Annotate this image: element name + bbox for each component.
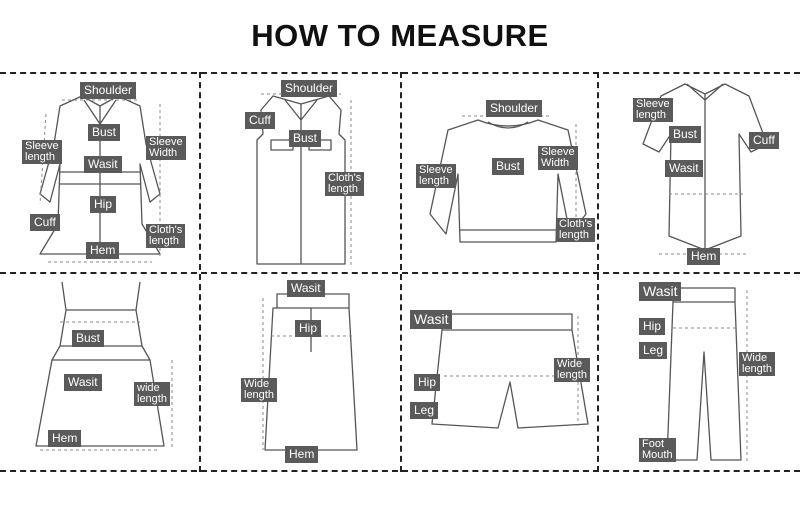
leg-label: Leg — [410, 402, 439, 419]
wide-length-label: Wide length — [241, 378, 277, 402]
shoulder-label: Shoulder — [80, 82, 137, 99]
wasit-label: Wasit — [84, 156, 122, 173]
cloths-length-label: Cloth's length — [556, 218, 596, 242]
hip-label: Hip — [295, 320, 322, 337]
cloths-length-label: Cloth's length — [146, 224, 186, 248]
divider — [597, 72, 599, 472]
vest-panel: Shoulder Cuff Bust Cloth's length — [201, 74, 399, 271]
pants-illustration — [666, 287, 748, 462]
sleeve-width-label: Sleeve Width — [538, 146, 578, 170]
cuff-label: Cuff — [30, 214, 60, 231]
shirt-illustration — [642, 83, 768, 255]
bust-label: Bust — [492, 158, 525, 175]
cloths-length-label: Cloth's length — [325, 172, 365, 196]
leg-label: Leg — [639, 342, 668, 359]
hem-label: Hem — [48, 430, 82, 447]
bust-label: Bust — [669, 126, 702, 143]
wide-length-label: Wide length — [739, 352, 775, 376]
bust-label: Bust — [72, 330, 105, 347]
measurement-grid: Shoulder Bust Sleeve length Sleeve Width… — [0, 72, 800, 472]
wasit-label: Wasit — [64, 374, 102, 391]
sweater-illustration — [429, 115, 587, 244]
cuff-label: Cuff — [749, 132, 779, 149]
sleeve-length-label: Sleeve length — [416, 164, 456, 188]
vest-illustration — [256, 93, 352, 266]
hip-label: Hip — [414, 374, 441, 391]
divider — [400, 72, 402, 472]
shirt-panel: Sleeve length Bust Cuff Wasit Hem — [599, 74, 800, 271]
dress-panel: Bust Wasit wide length Hem — [0, 274, 198, 468]
skirt-illustration — [262, 293, 358, 451]
bust-label: Bust — [289, 130, 322, 147]
sweater-panel: Shoulder Sleeve length Bust Sleeve Width… — [402, 74, 596, 271]
hem-label: Hem — [86, 242, 120, 259]
foot-mouth-label: Foot Mouth — [639, 438, 676, 462]
skirt-panel: Wasit Hip Wide length Hem — [201, 274, 399, 468]
coat-panel: Shoulder Bust Sleeve length Sleeve Width… — [0, 74, 198, 271]
hip-label: Hip — [90, 196, 117, 213]
hem-label: Hem — [687, 248, 721, 265]
hip-label: Hip — [639, 318, 666, 335]
sleeve-length-label: Sleeve length — [22, 140, 62, 164]
shoulder-label: Shoulder — [281, 80, 338, 97]
cuff-label: Cuff — [245, 112, 275, 129]
wasit-label: Wasit — [410, 310, 453, 329]
dress-illustration — [35, 281, 173, 451]
bust-label: Bust — [88, 124, 121, 141]
wide-length-label: Wide length — [554, 358, 590, 382]
page-title: HOW TO MEASURE — [251, 18, 549, 53]
sleeve-width-label: Sleeve Width — [146, 136, 186, 160]
wasit-label: Wasit — [287, 280, 325, 297]
wide-length-label: wide length — [134, 382, 170, 406]
wasit-label: Wasit — [665, 160, 703, 177]
sleeve-length-label: Sleeve length — [633, 98, 673, 122]
wasit-label: Wasit — [639, 282, 682, 301]
shorts-panel: Wasit Wide length Hip Leg — [402, 274, 596, 468]
pants-panel: Wasit Hip Leg Wide length Foot Mouth — [599, 274, 800, 468]
shoulder-label: Shoulder — [486, 100, 543, 117]
divider — [199, 72, 201, 472]
hem-label: Hem — [285, 446, 319, 463]
